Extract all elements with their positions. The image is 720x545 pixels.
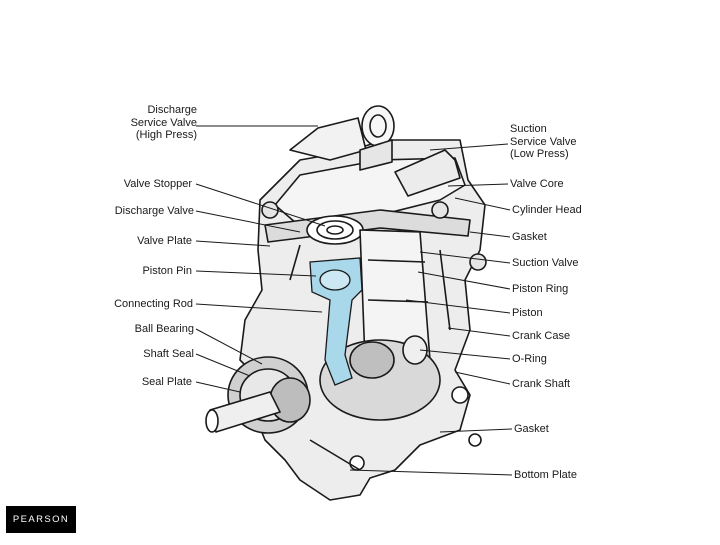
- discharge-valve-knob: [361, 105, 395, 147]
- shaft-seal: [269, 377, 311, 423]
- label-discharge-valve: Discharge Valve: [114, 205, 194, 217]
- label-valve-stopper: Valve Stopper: [123, 178, 192, 190]
- label-valve-plate: Valve Plate: [137, 235, 192, 247]
- crank-shaft: [349, 341, 395, 379]
- label-piston-ring: Piston Ring: [512, 283, 569, 295]
- label-gasket-bottom: Gasket: [514, 423, 549, 435]
- label-shaft-seal: Shaft Seal: [143, 348, 194, 360]
- leader-line: [405, 299, 511, 314]
- o-ring: [402, 335, 428, 365]
- leader-line: [439, 428, 513, 433]
- leader-line: [195, 381, 241, 393]
- leader-line: [469, 231, 511, 238]
- connecting-rod-highlight: [309, 257, 363, 386]
- label-valve-core: Valve Core: [510, 178, 564, 190]
- label-o-ring: O-Ring: [512, 353, 547, 365]
- label-ball-bearing: Ball Bearing: [134, 323, 194, 335]
- valve-core: [431, 201, 449, 219]
- leader-line: [429, 143, 509, 151]
- leader-line: [447, 327, 511, 337]
- label-suction-valve: Suction Valve: [512, 257, 579, 269]
- label-bottom-plate: Bottom Plate: [514, 469, 577, 481]
- leader-line: [349, 469, 513, 476]
- leader-line: [195, 303, 323, 313]
- label-piston-pin: Piston Pin: [142, 265, 192, 277]
- label-piston: Piston: [512, 307, 543, 319]
- label-seal-plate: Seal Plate: [141, 376, 192, 388]
- label-cylinder-head: Cylinder Head: [512, 204, 582, 216]
- leader-line: [454, 371, 511, 385]
- label-crank-shaft: Crank Shaft: [512, 378, 571, 390]
- leader-line: [195, 210, 301, 233]
- pearson-logo: PEARSON: [6, 506, 76, 533]
- leader-line: [195, 270, 317, 277]
- leader-line: [195, 183, 326, 227]
- leader-line: [419, 251, 511, 264]
- suction-service-valve-body: [394, 149, 461, 197]
- leader-line: [447, 183, 509, 187]
- label-crank-case: Crank Case: [512, 330, 571, 342]
- leader-line: [195, 328, 263, 365]
- discharge-service-valve-body: [289, 117, 367, 161]
- leader-line: [454, 197, 511, 211]
- leader-line: [195, 240, 271, 247]
- label-connecting-rod: Connecting Rod: [114, 298, 193, 310]
- leader-line: [419, 349, 511, 360]
- leader-line: [417, 271, 511, 290]
- leader-line: [195, 353, 251, 377]
- label-gasket-top: Gasket: [512, 231, 547, 243]
